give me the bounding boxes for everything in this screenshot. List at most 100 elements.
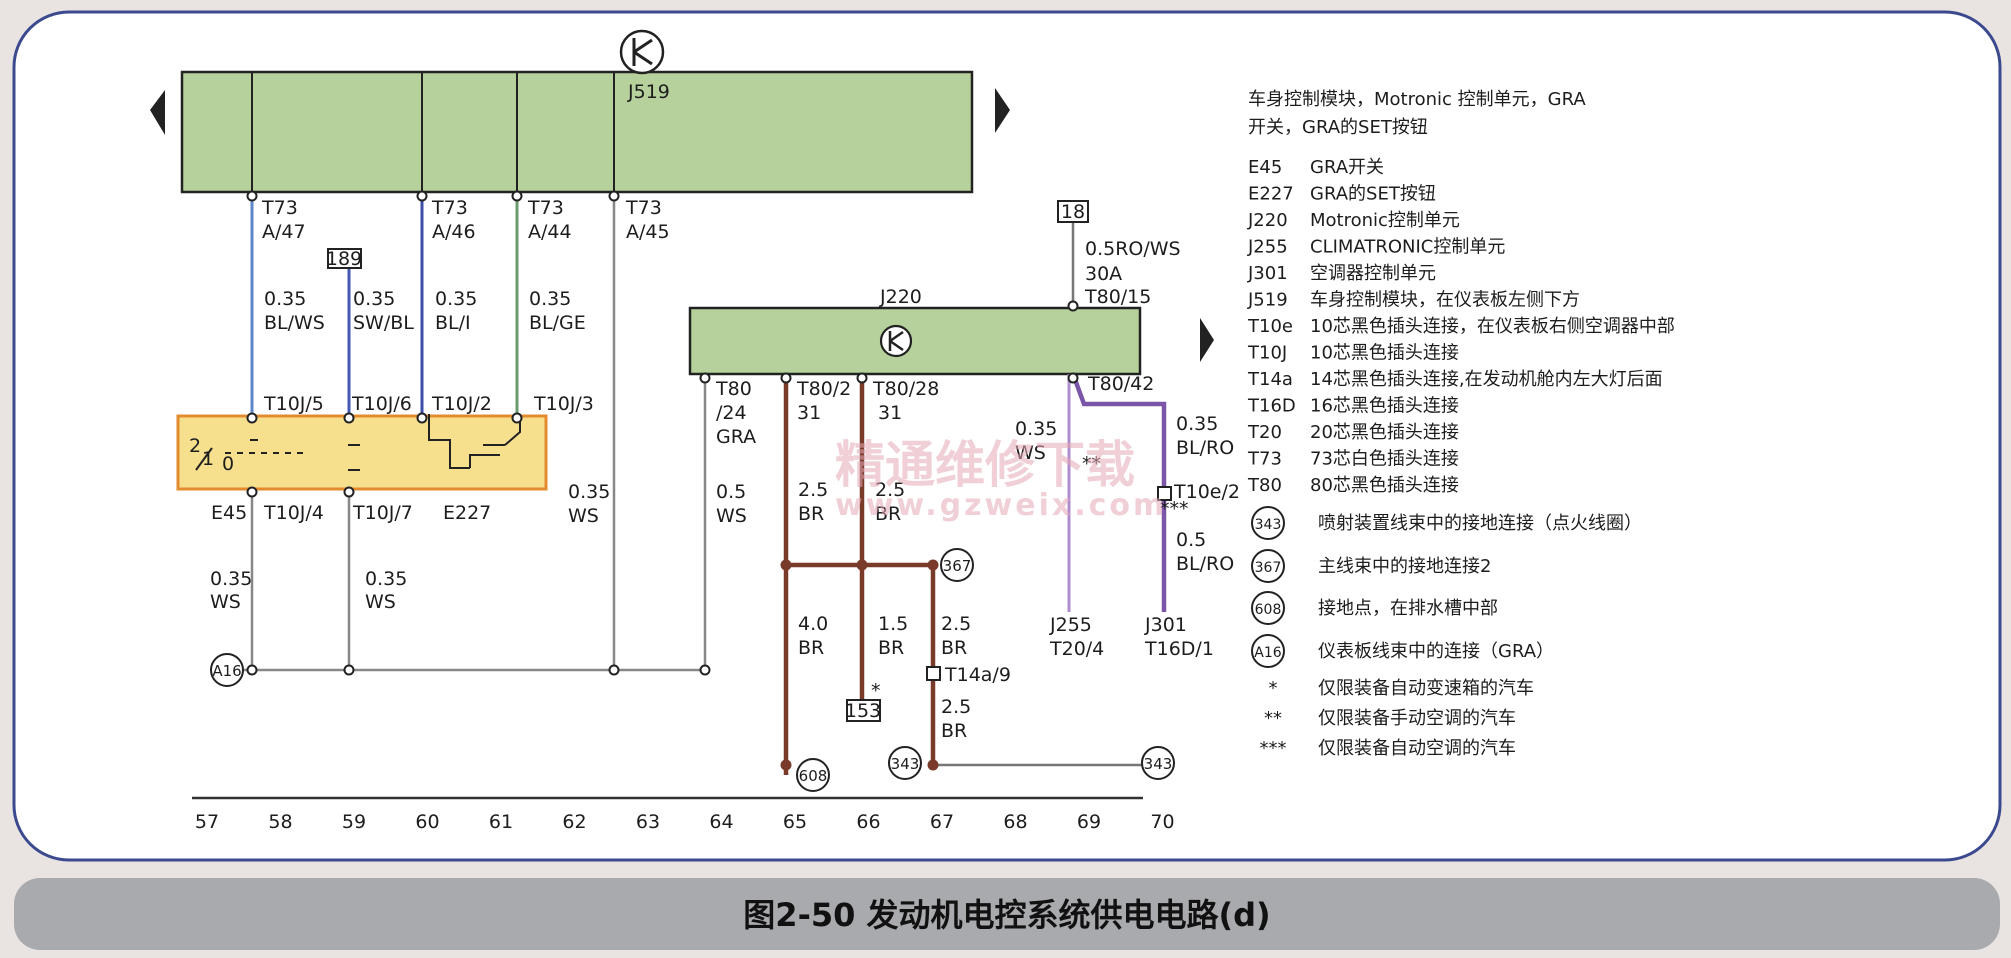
connector-t14a9 (926, 666, 941, 681)
legend-title: 车身控制模块，Motronic 控制单元，GRA (1248, 89, 1586, 110)
svg-text:31: 31 (878, 402, 902, 424)
diagram-panel (12, 10, 2002, 862)
svg-text:A16: A16 (212, 662, 241, 680)
control-unit-icon (879, 324, 913, 358)
pin-circles (246, 190, 1079, 676)
ground-367: 367 (940, 548, 974, 582)
grid-number: 64 (709, 811, 733, 833)
continue-left-arrow-icon (150, 90, 165, 135)
legend-ground-symbol (1251, 634, 1285, 668)
e227-label: E227 (443, 502, 491, 524)
svg-text:T10J/3: T10J/3 (533, 393, 594, 415)
svg-text:0.35: 0.35 (1015, 418, 1057, 440)
svg-text:A/44: A/44 (528, 221, 572, 243)
connector-t10e2 (1157, 486, 1172, 501)
figure-caption: 图2-50 发动机电控系统供电电路(d) (743, 896, 1270, 934)
legend-ground-symbol (1251, 506, 1285, 540)
svg-text:T80/42: T80/42 (1087, 373, 1154, 395)
legend-note-marker: *** (1260, 738, 1287, 759)
t14a9-label: T14a/9 (944, 664, 1011, 686)
svg-text:2.5: 2.5 (941, 696, 971, 718)
continue-right-arrow-icon (995, 88, 1010, 133)
legend-ground-desc: 仪表板线束中的连接（GRA） (1318, 641, 1554, 662)
note-marker: ** (1082, 453, 1101, 475)
svg-text:BL/WS: BL/WS (264, 312, 325, 334)
ws-wires (238, 192, 707, 672)
grid-number: 58 (268, 811, 292, 833)
svg-text:BR: BR (798, 503, 824, 525)
watermark: 精通维修下载 (835, 436, 1135, 494)
legend-code: T73 (1247, 449, 1282, 470)
svg-text:1.5: 1.5 (878, 613, 908, 635)
legend-ground-code: 367 (1255, 560, 1282, 576)
svg-text:BR: BR (941, 720, 967, 742)
legend: 车身控制模块，Motronic 控制单元，GRA 开关，GRA的SET按钮 E4… (1247, 89, 1675, 759)
legend-ground-desc: 主线束中的接地连接2 (1318, 556, 1491, 577)
svg-text:153: 153 (845, 700, 881, 722)
svg-text:T20/4: T20/4 (1049, 638, 1104, 660)
legend-code: T20 (1247, 422, 1282, 443)
legend-note-marker: * (1269, 678, 1278, 699)
j220-label: J220 (879, 286, 922, 308)
legend-code: E45 (1248, 157, 1282, 178)
ground-343-a: 343 (888, 746, 922, 780)
grid-number: 57 (195, 811, 219, 833)
svg-text:A/46: A/46 (432, 221, 476, 243)
ref-box-189 (327, 248, 362, 269)
svg-text:A/47: A/47 (262, 221, 306, 243)
legend-code: T14a (1247, 369, 1293, 390)
caption-band (14, 878, 2000, 950)
svg-text:BL/GE: BL/GE (529, 312, 586, 334)
legend-ground-code: 343 (1255, 517, 1282, 533)
svg-text:WS: WS (568, 505, 599, 527)
grid-number: 67 (930, 811, 954, 833)
legend-code: T10e (1247, 316, 1293, 337)
switch-position: 2 (189, 435, 201, 457)
switch-position: 0 (222, 453, 234, 475)
switch-symbols (195, 414, 521, 471)
legend-desc: 10芯黑色插头连接 (1310, 343, 1459, 364)
svg-text:367: 367 (943, 557, 972, 575)
svg-text:0.35: 0.35 (365, 568, 407, 590)
legend-desc: 10芯黑色插头连接，在仪表板右侧空调器中部 (1310, 316, 1675, 337)
svg-text:T16D/1: T16D/1 (1144, 638, 1214, 660)
grid-number: 63 (636, 811, 660, 833)
svg-text:BR: BR (878, 637, 904, 659)
ground-343-b: 343 (1141, 746, 1175, 780)
svg-text:0.5RO/WS: 0.5RO/WS (1085, 238, 1181, 260)
svg-text:31: 31 (797, 402, 821, 424)
svg-text:0.35: 0.35 (568, 481, 610, 503)
svg-text:18: 18 (1061, 201, 1085, 223)
svg-text:0.35: 0.35 (529, 288, 571, 310)
svg-text:0.35: 0.35 (210, 568, 252, 590)
svg-text:J301: J301 (1144, 614, 1187, 636)
t10j-pin-labels: T10J/5 T10J/6 T10J/2 T10J/3 T10J/4 T10J/… (263, 393, 594, 524)
svg-text:T73: T73 (261, 197, 298, 219)
t80-pin-labels: T80 /24 GRA T80/2 31 T80/28 31 T80/15 30… (715, 263, 1154, 448)
svg-text:J255: J255 (1049, 614, 1092, 636)
legend-ground-desc: 喷射装置线束中的接地连接（点火线圈） (1318, 513, 1642, 534)
note-marker: *** (1160, 498, 1189, 520)
legend-desc: 16芯黑色插头连接 (1310, 396, 1459, 417)
svg-text:0.35: 0.35 (435, 288, 477, 310)
svg-text:T80/15: T80/15 (1084, 286, 1151, 308)
grid-number: 59 (342, 811, 366, 833)
svg-text:189: 189 (326, 248, 362, 270)
grid-number: 68 (1003, 811, 1027, 833)
legend-ground-symbol (1251, 591, 1285, 625)
j519-label: J519 (627, 81, 670, 103)
svg-text:343: 343 (1144, 755, 1173, 773)
legend-note-desc: 仅限装备自动变速箱的汽车 (1318, 678, 1534, 699)
legend-desc: GRA开关 (1310, 157, 1384, 178)
grid-number: 69 (1077, 811, 1101, 833)
legend-code: J220 (1247, 210, 1288, 231)
svg-text:0.35: 0.35 (353, 288, 395, 310)
grid-number: 61 (489, 811, 513, 833)
svg-text:T10J/7: T10J/7 (352, 502, 413, 524)
